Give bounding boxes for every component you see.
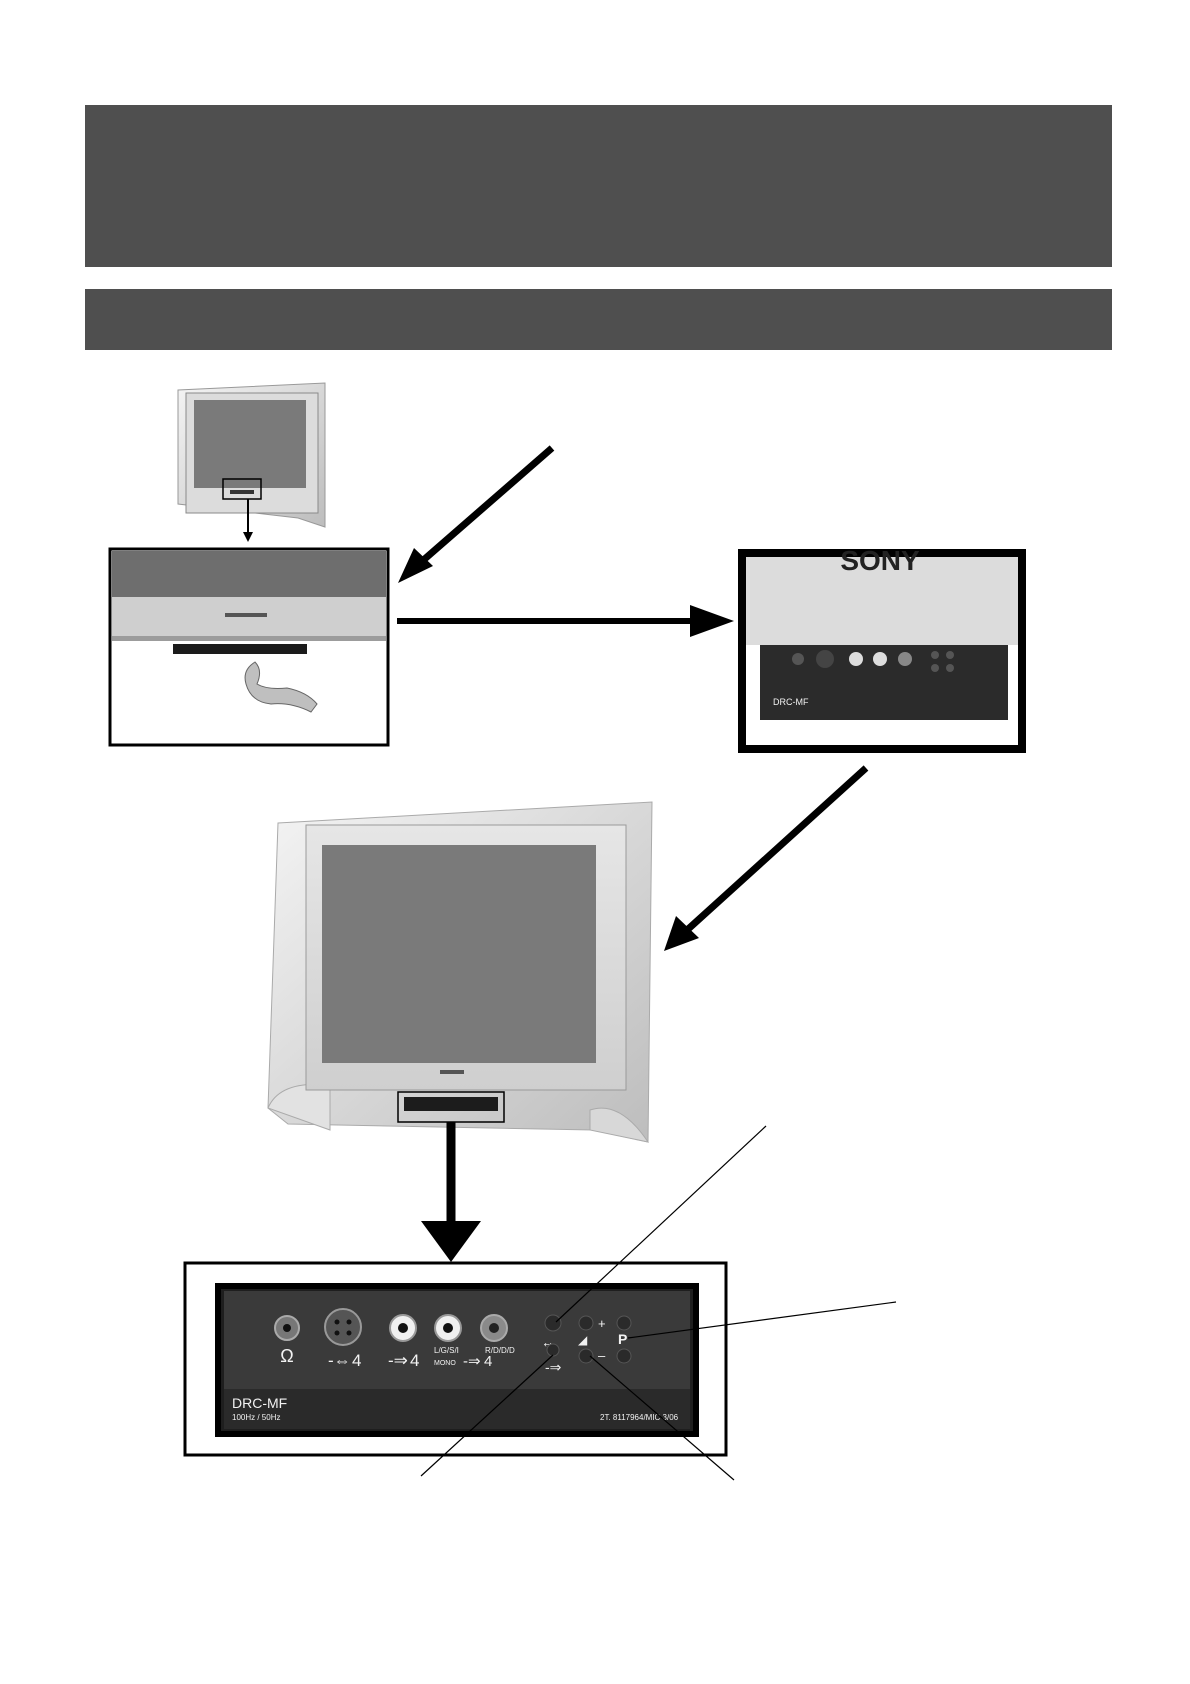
- open-panel-photo: SONY DRC-MF: [738, 545, 1026, 753]
- leader-line: [555, 1125, 767, 1323]
- input-select-button[interactable]: [546, 1343, 560, 1357]
- volume-down-button[interactable]: [578, 1348, 594, 1364]
- brand-logo: SONY: [840, 545, 920, 576]
- tv-screen: [322, 845, 596, 1063]
- s-video-label: 4: [352, 1351, 361, 1370]
- picture-mode-button[interactable]: [544, 1314, 562, 1332]
- video-input-icon: -⇒: [388, 1351, 408, 1370]
- brand-logo-small: [225, 613, 267, 617]
- audio-input-icon: -⇒: [463, 1353, 481, 1370]
- input-select-icon: -⇒: [545, 1359, 562, 1375]
- cover-open-photo: [108, 547, 390, 747]
- serial-label: 2T. 8117964/MIC 3/06: [600, 1413, 679, 1422]
- finger-illustration: [244, 661, 318, 713]
- leader-line: [420, 1354, 554, 1477]
- volume-up-button[interactable]: [578, 1315, 594, 1331]
- s-video-input-icon: -⇔: [328, 1351, 351, 1370]
- model-label-small: DRC-MF: [773, 697, 809, 707]
- headphones-icon: Ω: [280, 1346, 293, 1366]
- small-tv-image: [177, 382, 326, 528]
- volume-icon: ◢: [578, 1333, 588, 1347]
- freq-label: 100Hz / 50Hz: [232, 1413, 280, 1422]
- audio-l-label: L/G/S/I: [434, 1346, 459, 1355]
- leader-line: [627, 1301, 897, 1339]
- arrow-icon: [409, 445, 555, 573]
- audio-num-label: 4: [484, 1353, 492, 1370]
- audio-mono-label: MONO: [434, 1360, 456, 1367]
- leader-line: [589, 1355, 735, 1481]
- audio-r-label: R/D/D/D: [485, 1346, 515, 1355]
- brand-logo-large: [440, 1070, 464, 1074]
- model-label: DRC-MF: [232, 1395, 287, 1411]
- channel-down-button[interactable]: [616, 1348, 632, 1364]
- large-tv-image: [267, 801, 653, 1143]
- minus-label: –: [598, 1348, 606, 1363]
- subtitle-bar: [85, 289, 1112, 350]
- channel-key-label: P: [618, 1331, 627, 1347]
- small-tv-highlight-box: [222, 478, 262, 500]
- channel-up-button[interactable]: [616, 1315, 632, 1331]
- plus-label: +: [598, 1316, 606, 1331]
- arrow-icon: [683, 765, 869, 934]
- title-bar: [85, 105, 1112, 267]
- s-video-jack: [324, 1308, 362, 1346]
- video-label: 4: [410, 1351, 419, 1370]
- control-panel-zoom: Ω -⇔ 4 -⇒ 4 L/G/S/I MONO R/D/D/D -⇒ 4 ↔ …: [183, 1261, 728, 1457]
